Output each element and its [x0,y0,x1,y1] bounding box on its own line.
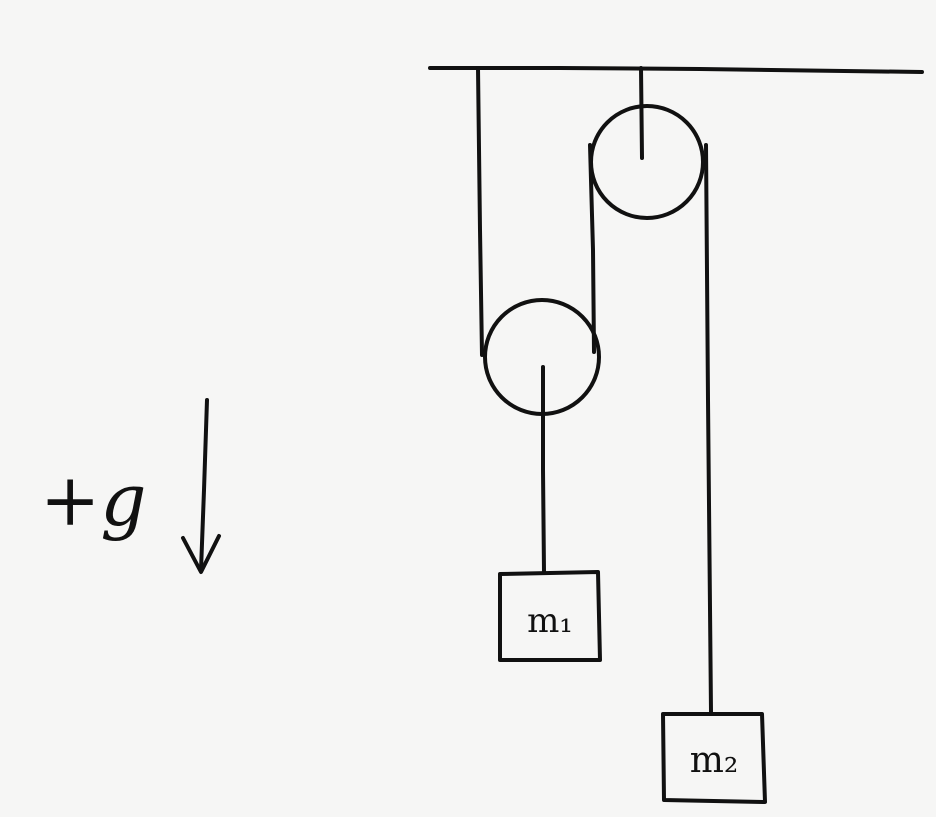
rope-left-segment [476,66,484,357]
gravity-label: +g [40,458,146,542]
rope-right-segment [704,143,713,714]
rope-middle-segment [588,143,596,354]
rope-to-mass-1 [541,365,546,574]
fixed-pulley-support [639,66,644,160]
arrow-down-icon [181,398,221,574]
ceiling-line [428,66,924,74]
fixed-pulley [589,104,705,220]
mass-2-label: m₂ [690,740,739,781]
mass-2-box [661,712,767,804]
mass-1-label: m₁ [527,601,573,641]
mass-1-box [498,570,602,662]
